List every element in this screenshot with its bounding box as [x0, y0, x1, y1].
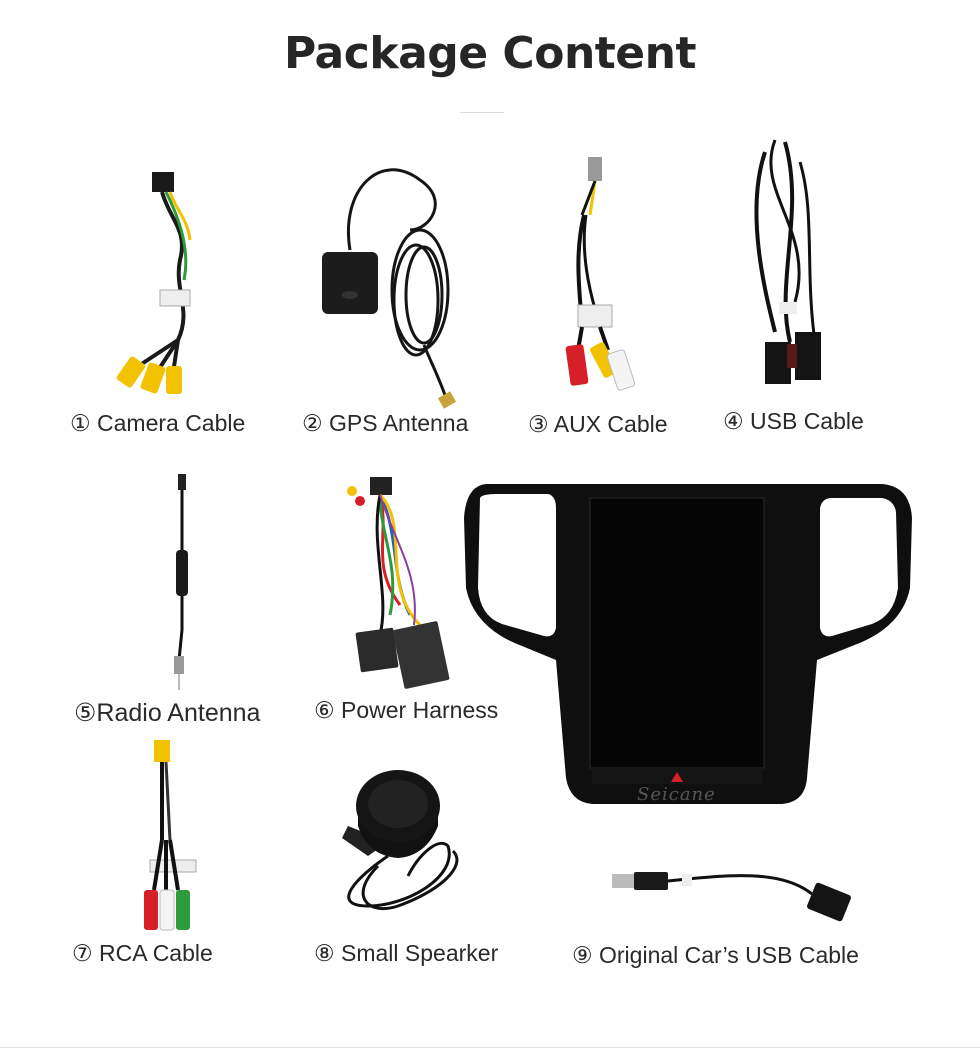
gps-antenna-item: ② GPS Antenna	[302, 150, 470, 436]
speaker-label: ⑧ Small Spearker	[314, 940, 499, 966]
page-title: Package Content	[283, 28, 697, 79]
camera-cable-icon	[116, 172, 192, 394]
camera-cable-label: ① Camera Cable	[70, 410, 246, 436]
power-harness-icon	[347, 477, 450, 689]
car-usb-cable-label: ⑨ Original Car’s USB Cable	[572, 942, 859, 968]
camera-cable-item: ① Camera Cable	[70, 160, 245, 436]
bottom-divider	[0, 1047, 980, 1048]
rca-cable-label: ⑦ RCA Cable	[72, 940, 213, 966]
rca-cable-item: ⑦ RCA Cable	[72, 740, 213, 966]
head-unit-icon	[464, 484, 912, 804]
radio-antenna-label: ⑤Radio Antenna	[74, 699, 261, 727]
gps-antenna-label: ② GPS Antenna	[302, 410, 469, 436]
usb-cable-label: ④ USB Cable	[723, 408, 864, 434]
power-harness-label: ⑥ Power Harness	[314, 697, 499, 723]
aux-cable-item: ③ AUX Cable	[528, 155, 668, 437]
aux-cable-icon	[565, 157, 636, 391]
car-usb-cable-item: ⑨ Original Car’s USB Cable	[572, 866, 859, 968]
power-harness-item: ⑥ Power Harness	[314, 475, 498, 723]
radio-antenna-item: ⑤Radio Antenna	[74, 470, 260, 727]
aux-cable-label: ③ AUX Cable	[528, 411, 668, 437]
head-unit-brand-logo: Seicane	[637, 784, 716, 805]
radio-antenna-icon	[174, 474, 188, 690]
rca-cable-icon	[144, 740, 197, 931]
title-divider	[460, 112, 504, 113]
car-usb-cable-icon	[612, 872, 851, 922]
usb-cable-icon	[754, 139, 821, 384]
speaker-item: ⑧ Small Spearker	[314, 766, 498, 966]
speaker-icon	[342, 770, 459, 911]
gps-antenna-icon	[322, 168, 457, 409]
usb-cable-item: ④ USB Cable	[723, 132, 864, 434]
head-unit-item: Seicane	[462, 478, 914, 808]
